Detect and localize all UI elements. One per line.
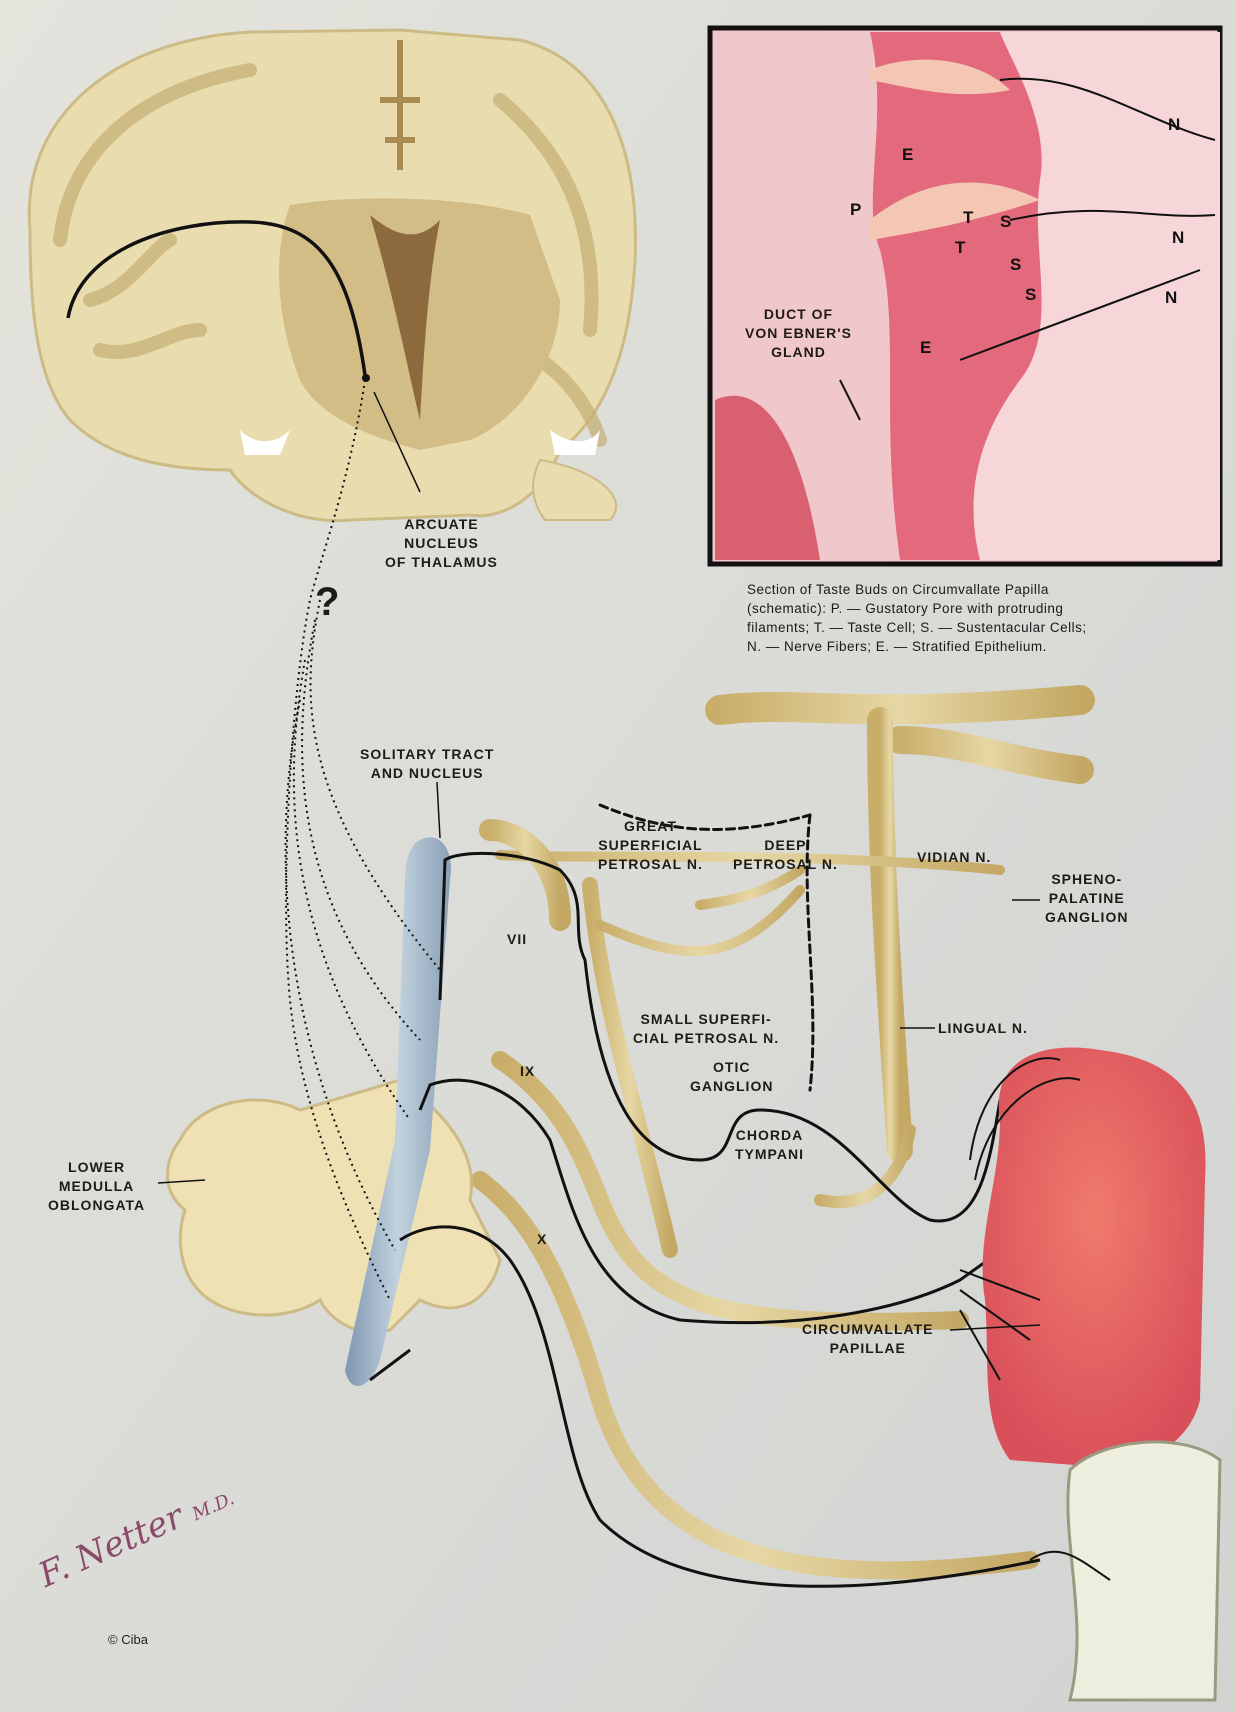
label-x: X: [537, 1231, 548, 1247]
label-otic-ganglion: OTIC GANGLION: [690, 1058, 773, 1096]
label-great-superficial-petrosal: GREAT SUPERFICIAL PETROSAL N.: [598, 817, 703, 874]
inset-label-s: S: [1010, 255, 1022, 274]
inset-label-e: E: [920, 338, 932, 357]
label-line: VON EBNER'S: [745, 325, 852, 341]
label-small-superficial-petrosal: SMALL SUPERFI- CIAL PETROSAL N.: [633, 1010, 779, 1048]
label-line: OF THALAMUS: [385, 554, 498, 570]
label-line: CIRCUMVALLATE: [802, 1321, 934, 1337]
label-line: CHORDA: [735, 1127, 804, 1143]
label-line: GLAND: [771, 344, 826, 360]
label-line: SMALL SUPERFI-: [640, 1011, 772, 1027]
label-line: CIAL PETROSAL N.: [633, 1030, 780, 1046]
caption-line: Section of Taste Buds on Circumvallate P…: [747, 582, 1049, 597]
nerve-fibers: [369, 851, 1041, 1588]
label-line: PALATINE: [1048, 890, 1125, 906]
label-lingual-n: LINGUAL N.: [938, 1020, 1028, 1036]
tongue: [982, 1047, 1206, 1470]
inset-label-n: N: [1168, 115, 1181, 134]
label-line: PETROSAL N.: [598, 856, 703, 872]
label-line: SPHENO-: [1051, 871, 1123, 887]
label-line: TYMPANI: [735, 1146, 804, 1162]
epiglottis: [1066, 1440, 1222, 1702]
nerve-trunks: [471, 685, 1095, 1580]
inset-label-n: N: [1165, 288, 1178, 307]
label-line: PETROSAL N.: [733, 856, 838, 872]
label-line: OBLONGATA: [48, 1197, 146, 1213]
label-ix: IX: [520, 1063, 536, 1079]
label-vii: VII: [507, 931, 528, 947]
leader-lines: [157, 781, 1041, 1331]
label-line: DUCT OF: [763, 306, 834, 322]
tongue-fibers: [959, 1057, 1081, 1381]
label-line: GANGLION: [1045, 909, 1129, 925]
label-line: ARCUATE: [404, 516, 479, 532]
label-chorda-tympani: CHORDA TYMPANI: [735, 1126, 804, 1164]
label-line: PAPILLAE: [829, 1340, 906, 1356]
label-line: SUPERFICIAL: [598, 837, 703, 853]
copyright: © Ciba: [108, 1632, 148, 1647]
inset-caption: Section of Taste Buds on Circumvallate P…: [747, 580, 1207, 656]
brain-section: [27, 28, 637, 523]
caption-line: (schematic): P. — Gustatory Pore with pr…: [747, 601, 1064, 616]
label-sphenopalatine-ganglion: SPHENO- PALATINE GANGLION: [1045, 870, 1128, 927]
label-line: GREAT: [623, 818, 677, 834]
inset-label-t: T: [955, 238, 966, 257]
label-arcuate-nucleus: ARCUATE NUCLEUS OF THALAMUS: [385, 515, 498, 572]
label-duct-of-von-ebners-gland: DUCT OF VON EBNER'S GLAND: [745, 305, 852, 362]
label-line: MEDULLA: [58, 1178, 135, 1194]
label-line: OTIC: [713, 1059, 751, 1075]
caption-line: filaments; T. — Taste Cell; S. — Sustent…: [747, 620, 1087, 635]
label-lower-medulla-oblongata: LOWER MEDULLA OBLONGATA: [48, 1158, 145, 1215]
label-line: SOLITARY TRACT: [360, 746, 495, 762]
label-line: LOWER: [68, 1159, 126, 1175]
inset-label-e: E: [902, 145, 914, 164]
label-line: NUCLEUS: [404, 535, 479, 551]
inset-label-s: S: [1000, 212, 1012, 231]
label-vidian-n: VIDIAN N.: [917, 849, 992, 865]
label-line: DEEP: [764, 837, 807, 853]
dotted-pathway: [284, 379, 441, 1301]
label-solitary-tract: SOLITARY TRACT AND NUCLEUS: [360, 745, 494, 783]
question-mark: ?: [315, 580, 341, 624]
caption-line: N. — Nerve Fibers; E. — Stratified Epith…: [747, 639, 1047, 654]
inset-label-n: N: [1172, 228, 1185, 247]
inset-label-p: P: [850, 200, 862, 219]
label-line: AND NUCLEUS: [370, 765, 484, 781]
inset-label-s: S: [1025, 285, 1037, 304]
solitary-tract: [345, 837, 451, 1387]
label-circumvallate-papillae: CIRCUMVALLATE PAPILLAE: [802, 1320, 933, 1358]
taste-bud-inset: [707, 25, 1223, 567]
inset-label-t: T: [963, 208, 974, 227]
label-line: GANGLION: [690, 1078, 774, 1094]
label-deep-petrosal: DEEP PETROSAL N.: [733, 836, 838, 874]
